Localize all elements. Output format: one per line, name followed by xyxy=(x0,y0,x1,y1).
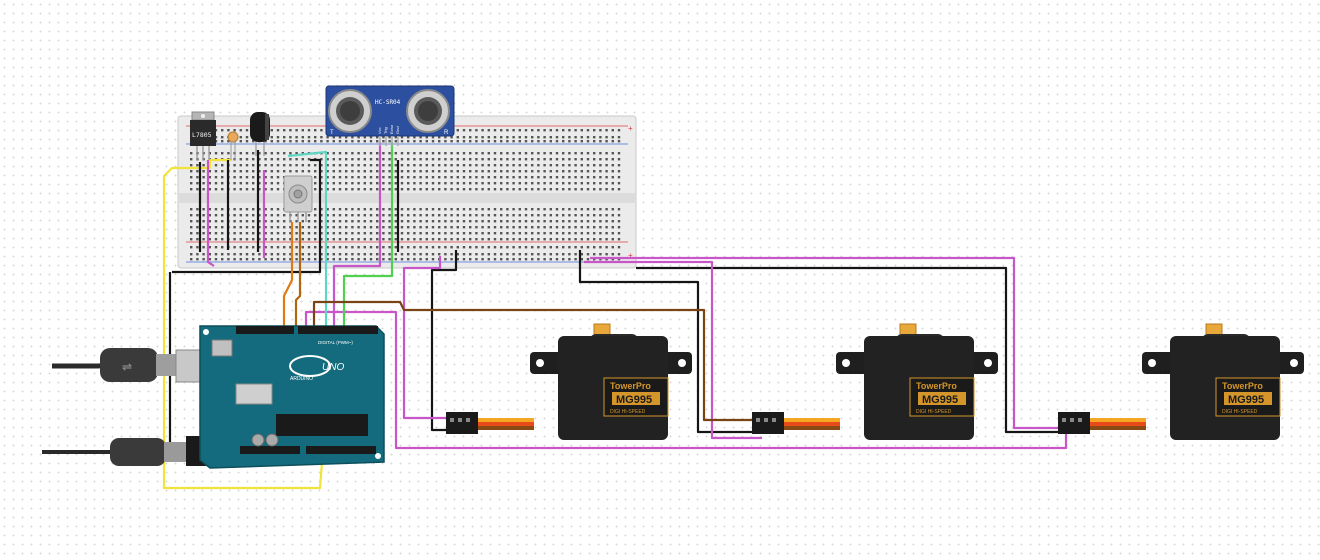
arduino-uno-label: UNO xyxy=(322,362,344,373)
electrolytic-capacitor[interactable] xyxy=(250,112,270,156)
arduino-brand-label: ARDUINO xyxy=(290,376,313,382)
svg-text:⇌: ⇌ xyxy=(122,360,132,374)
wire-orange-pot-2[interactable] xyxy=(294,222,302,340)
wire-brown-servo2-signal[interactable] xyxy=(312,300,752,422)
wire-magenta-servo3-vcc[interactable] xyxy=(304,256,1068,450)
breadboard-holes xyxy=(190,129,621,261)
sensor-pin-label: Trig xyxy=(383,127,388,134)
svg-text:+: + xyxy=(628,124,633,133)
wire-teal-trig[interactable] xyxy=(287,150,328,334)
servo-connectors xyxy=(446,412,1090,434)
sensor-corner-right: R xyxy=(444,130,449,136)
wire-magenta-servo2-vcc[interactable] xyxy=(584,260,762,440)
wire-magenta-servo1-vcc[interactable] xyxy=(402,256,450,420)
sensor-pin-label: Gnd xyxy=(395,126,400,134)
svg-text:+: + xyxy=(628,251,633,260)
servo-ribbon-cable xyxy=(478,418,534,430)
servo-connector[interactable] xyxy=(446,412,478,434)
wire-magenta-sensor-vcc[interactable] xyxy=(332,142,382,334)
arduino-board[interactable]: UNO ARDUINO DIGITAL (PWM~) xyxy=(199,325,385,469)
arduino-digital-label: DIGITAL (PWM~) xyxy=(318,340,353,345)
wire-black-servo1-ground[interactable] xyxy=(430,250,458,432)
wire-magenta-vcc-1[interactable] xyxy=(206,160,215,267)
servo-ribbon-cable xyxy=(784,418,840,430)
wire-black-servo2-ground[interactable] xyxy=(578,250,752,434)
servo-sub-label: DIGI HI-SPEED xyxy=(1222,409,1258,415)
servo-model-label: MG995 xyxy=(1228,394,1264,406)
servo-connector[interactable] xyxy=(752,412,784,434)
wire-black-servo3-ground[interactable] xyxy=(636,266,1060,434)
sensor-label: HC-SR04 xyxy=(375,99,401,106)
wire-black-arduino-gnd[interactable] xyxy=(172,250,322,274)
wire-green-echo[interactable] xyxy=(342,142,394,334)
wire-black-ground-5[interactable] xyxy=(310,158,322,250)
dc-power-cable-icon[interactable] xyxy=(42,436,208,466)
wires xyxy=(162,142,1068,490)
servo-brand-label: TowerPro xyxy=(1222,381,1263,391)
servo-brand-label: TowerPro xyxy=(916,381,957,391)
servo-sub-label: DIGI HI-SPEED xyxy=(916,409,952,415)
potentiometer[interactable] xyxy=(283,175,313,222)
regulator-label: L7805 xyxy=(192,131,212,139)
ceramic-capacitor[interactable] xyxy=(227,131,239,160)
sensor-pin-label: Echo xyxy=(389,124,394,134)
sensor-pin-label: Vcc xyxy=(377,127,382,134)
wire-yellow-power[interactable] xyxy=(162,158,324,490)
servo-model-label: MG995 xyxy=(922,394,958,406)
servo-ribbon-cable xyxy=(1090,418,1146,430)
servo-connector[interactable] xyxy=(1058,412,1090,434)
servo-brand-label: TowerPro xyxy=(610,381,651,391)
servo-model-label: MG995 xyxy=(616,394,652,406)
sensor-corner-left: T xyxy=(330,130,334,136)
servo-sub-label: DIGI HI-SPEED xyxy=(610,409,646,415)
voltage-regulator[interactable]: L7805 xyxy=(190,111,216,160)
breadboard[interactable]: + + xyxy=(177,115,637,269)
usb-cable-icon[interactable]: ⇌ xyxy=(52,348,205,383)
